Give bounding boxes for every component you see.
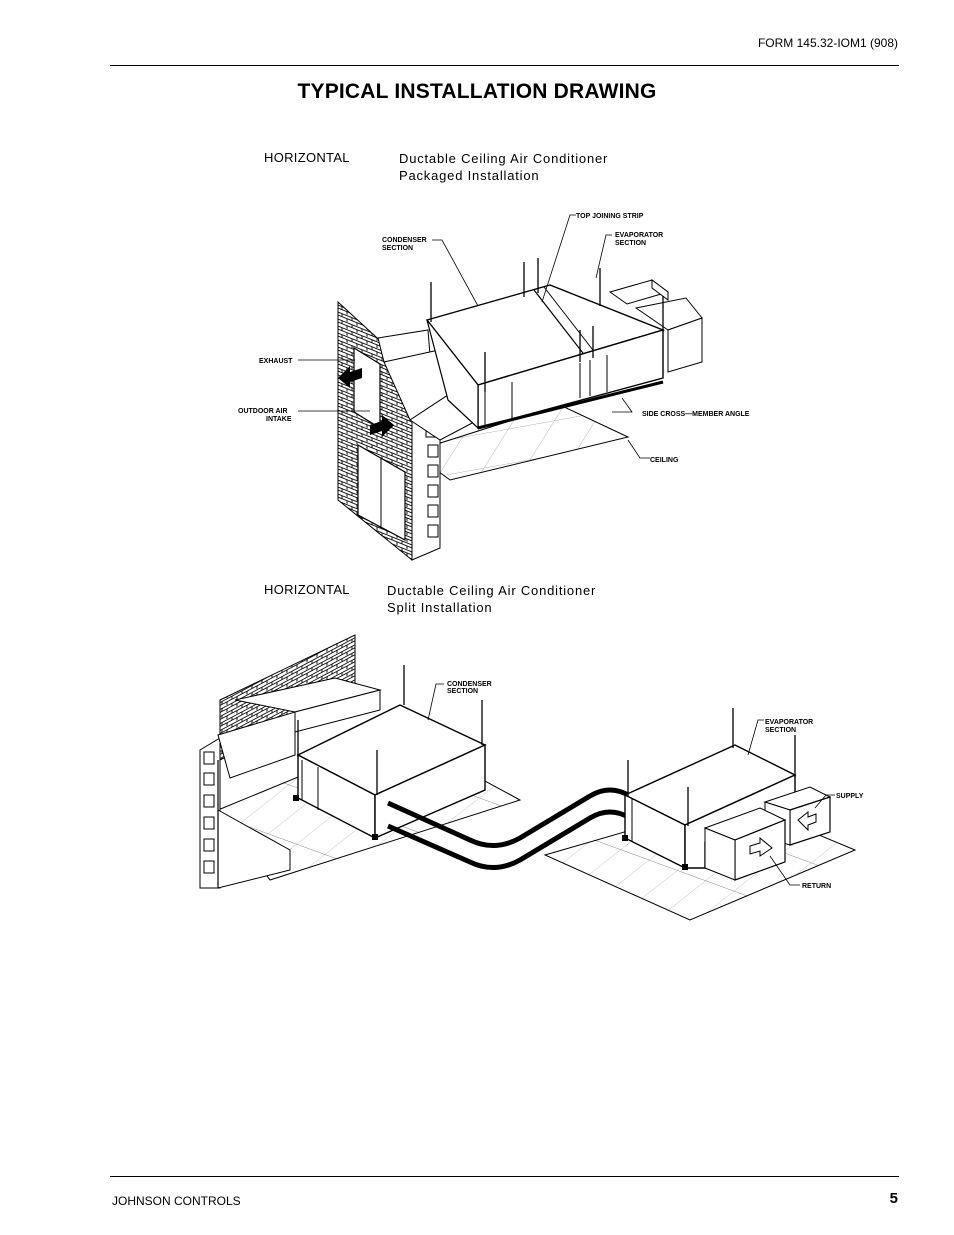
label-outdoor-air-1: OUTDOOR AIR [238, 408, 288, 415]
label-top-joining-strip: TOP JOINING STRIP [576, 213, 644, 220]
label-exhaust: EXHAUST [259, 358, 293, 365]
airflow-arrows [338, 366, 394, 437]
packaged-unit [425, 284, 666, 430]
hanger-rods [430, 258, 664, 392]
intake-arrow-icon [370, 415, 394, 437]
packaged-desc-line1: Ductable Ceiling Air Conditioner [399, 151, 609, 166]
header-rule [110, 65, 899, 66]
split-label-return: RETURN [802, 883, 831, 890]
split-leaders [427, 683, 835, 886]
packaged-heading: HORIZONTAL Ductable Ceiling Air Conditio… [264, 150, 664, 190]
condenser-unit [293, 704, 487, 840]
packaged-description: Ductable Ceiling Air Conditioner Package… [399, 150, 608, 184]
exhaust-arrow-icon [338, 366, 362, 388]
split-installation-drawing: CONDENSER SECTION EVAPORATOR SECTION SUP… [0, 625, 954, 940]
supply-arrow-icon [797, 810, 817, 832]
split-description: Ductable Ceiling Air Conditioner Split I… [387, 582, 596, 616]
packaged-installation-drawing: CONDENSER SECTION TOP JOINING STRIP EVAP… [0, 195, 954, 565]
split-drawing-svg: CONDENSER SECTION EVAPORATOR SECTION SUP… [199, 634, 864, 921]
outdoor-ducts [377, 329, 479, 441]
split-labels: CONDENSER SECTION EVAPORATOR SECTION SUP… [447, 681, 864, 890]
label-evaporator-2: SECTION [615, 240, 646, 247]
footer-company: JOHNSON CONTROLS [112, 1194, 241, 1208]
split-desc-line1: Ductable Ceiling Air Conditioner [387, 583, 597, 598]
split-label-evaporator-2: SECTION [765, 727, 796, 734]
label-evaporator-1: EVAPORATOR [615, 232, 663, 239]
split-desc-line2: Split Installation [387, 600, 493, 615]
page-number: 5 [889, 1190, 898, 1207]
packaged-leaders [298, 214, 650, 459]
packaged-orientation: HORIZONTAL [264, 150, 350, 165]
split-label-condenser-1: CONDENSER [447, 681, 492, 688]
split-label-supply: SUPPLY [836, 793, 864, 800]
split-label-evaporator-1: EVAPORATOR [765, 719, 813, 726]
label-ceiling: CEILING [650, 457, 679, 464]
footer-rule [110, 1176, 899, 1177]
split-orientation: HORIZONTAL [264, 582, 350, 597]
return-duct [703, 807, 787, 881]
split-hanger-rods [297, 665, 796, 826]
packaged-labels: CONDENSER SECTION TOP JOINING STRIP EVAP… [238, 213, 750, 464]
split-label-condenser-2: SECTION [447, 688, 478, 695]
evaporator-ducts [608, 279, 703, 373]
form-number: FORM 145.32-IOM1 (908) [757, 36, 898, 50]
label-condenser-2: SECTION [382, 245, 413, 252]
label-side-cross-member: SIDE CROSS—MEMBER ANGLE [642, 411, 750, 418]
page-title: TYPICAL INSTALLATION DRAWING [297, 80, 657, 103]
split-heading: HORIZONTAL Ductable Ceiling Air Conditio… [264, 582, 664, 622]
packaged-drawing-svg: CONDENSER SECTION TOP JOINING STRIP EVAP… [238, 213, 750, 562]
label-outdoor-air-2: INTAKE [266, 416, 292, 423]
label-condenser-1: CONDENSER [382, 237, 427, 244]
packaged-desc-line2: Packaged Installation [399, 168, 540, 183]
refrigerant-piping [386, 787, 632, 870]
return-arrow-icon [749, 836, 773, 857]
split-outdoor-ducts [217, 677, 382, 779]
